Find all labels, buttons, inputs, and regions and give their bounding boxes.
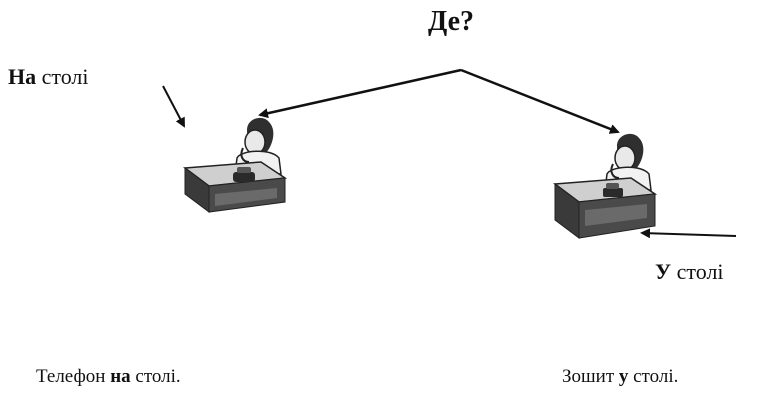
arrow-to-left-desk (258, 68, 462, 119)
label-in-prep: У (655, 259, 672, 284)
arrow-on-pointer (162, 85, 185, 128)
label-on-prep: На (8, 64, 37, 89)
caption-right-prep: у (618, 366, 629, 387)
caption-left-b: столі. (130, 366, 181, 387)
arrow-to-right-desk (460, 68, 620, 134)
label-on-table: На столі (8, 64, 89, 90)
label-on-noun: столі (36, 64, 89, 89)
caption-right-a: Зошит (562, 366, 619, 387)
caption-notebook-in-table: Зошит у столі. (562, 366, 678, 388)
caption-right-b: столі. (628, 366, 679, 387)
label-in-table: У столі (655, 259, 724, 285)
caption-left-prep: на (110, 366, 131, 387)
notebook-icon (603, 183, 623, 197)
left-desk-group (182, 117, 288, 213)
arrow-in-pointer (640, 228, 737, 239)
desk-icon (552, 177, 658, 239)
caption-left-a: Телефон (36, 366, 111, 387)
caption-phone-on-table: Телефон на столі. (36, 366, 181, 388)
label-in-noun: столі (671, 259, 724, 284)
desk-icon (182, 161, 288, 213)
telephone-icon (233, 167, 255, 182)
right-desk-group (552, 133, 658, 239)
question-heading: Де? (428, 6, 475, 37)
